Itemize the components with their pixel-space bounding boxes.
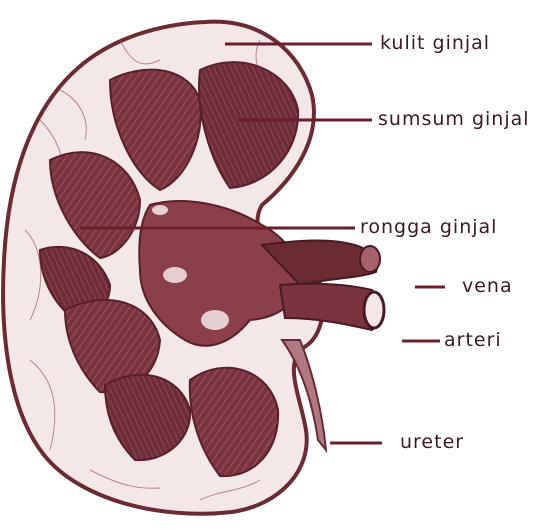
label-arteri: arteri xyxy=(444,331,502,350)
label-ureter: ureter xyxy=(400,433,464,452)
label-rongga-ginjal: rongga ginjal xyxy=(360,218,497,237)
label-kulit-ginjal: kulit ginjal xyxy=(380,34,490,53)
label-sumsum-ginjal: sumsum ginjal xyxy=(378,110,530,129)
label-vena: vena xyxy=(462,277,513,296)
